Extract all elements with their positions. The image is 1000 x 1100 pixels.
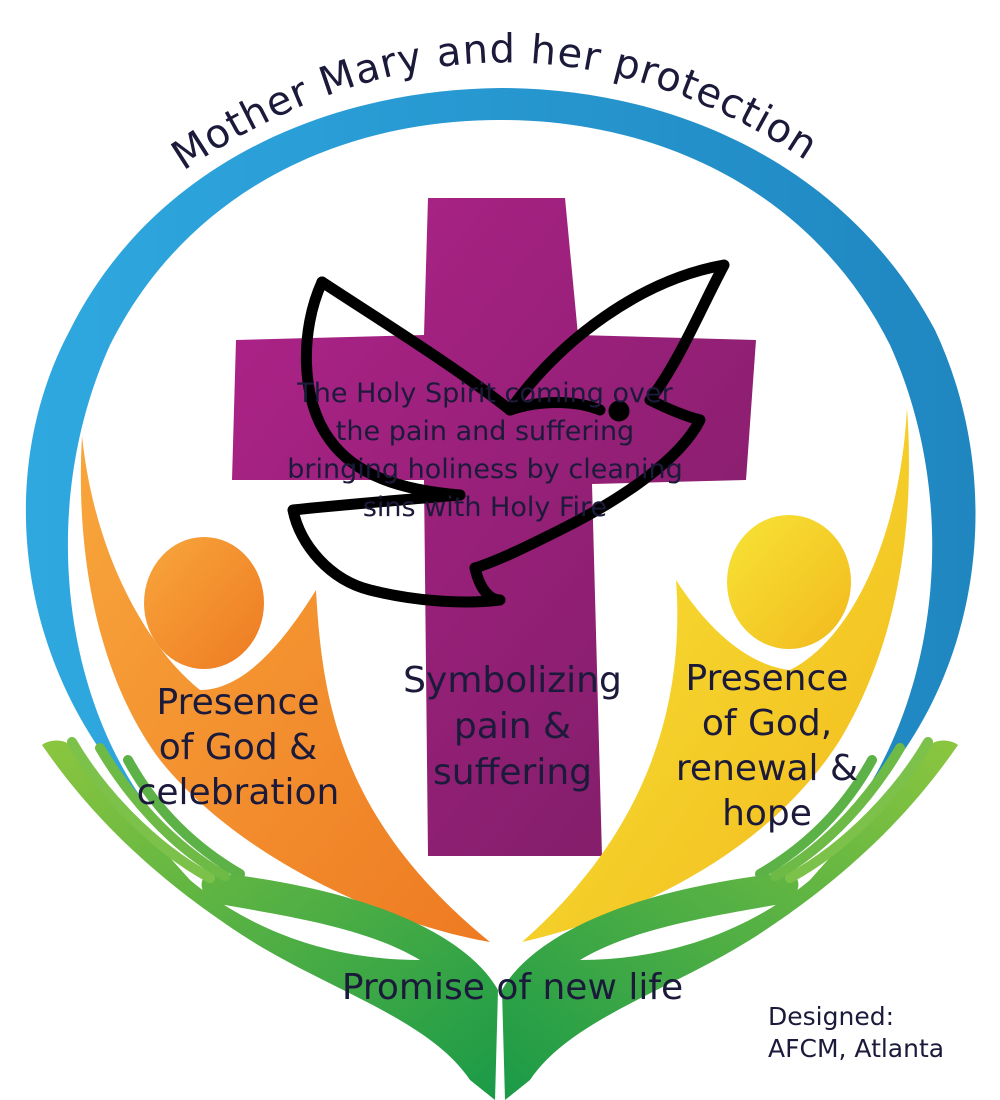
left-figure — [80, 436, 490, 942]
right-figure-label: Presence of God, renewal & hope — [652, 656, 882, 836]
cross-label-line: suffering — [433, 752, 592, 793]
right-figure-label-line: hope — [722, 793, 812, 834]
credit-line-1: Designed: — [768, 1002, 894, 1031]
left-figure-body — [80, 436, 490, 942]
left-figure-head — [144, 537, 264, 669]
left-figure-label-line: of God & — [158, 727, 318, 768]
designer-credit: Designed: AFCM, Atlanta — [768, 1001, 988, 1065]
cross-label-line: Symbolizing — [403, 660, 622, 701]
hands — [42, 737, 958, 1100]
right-figure-label-line: Presence — [685, 658, 849, 699]
cross-label-line: pain & — [453, 706, 572, 747]
dove-outline — [287, 259, 730, 608]
right-figure-label-line: of God, — [701, 703, 833, 744]
holy-spirit-line: The Holy Spirit coming over — [297, 378, 673, 409]
holy-spirit-line: sins with Holy Fire — [362, 492, 608, 523]
right-figure — [522, 408, 909, 942]
right-figure-head — [727, 515, 851, 649]
right-figure-body — [522, 408, 909, 942]
left-figure-label-line: Presence — [156, 682, 320, 723]
hands-label: Promise of new life — [300, 968, 725, 1008]
left-figure-label: Presence of God & celebration — [120, 680, 356, 815]
holy-spirit-line: bringing holiness by cleaning — [287, 454, 683, 485]
right-hand — [502, 740, 958, 1100]
left-figure-label-line: celebration — [136, 772, 340, 813]
credit-line-2: AFCM, Atlanta — [768, 1034, 945, 1063]
cross-shape — [232, 198, 756, 856]
hands-label-text: Promise of new life — [341, 967, 684, 1008]
cross-label: Symbolizing pain & suffering — [385, 658, 640, 796]
right-figure-label-line: renewal & — [675, 748, 859, 789]
holy-spirit-line: the pain and suffering — [335, 416, 635, 447]
left-hand — [42, 740, 498, 1100]
holy-spirit-label: The Holy Spirit coming over the pain and… — [230, 375, 740, 527]
